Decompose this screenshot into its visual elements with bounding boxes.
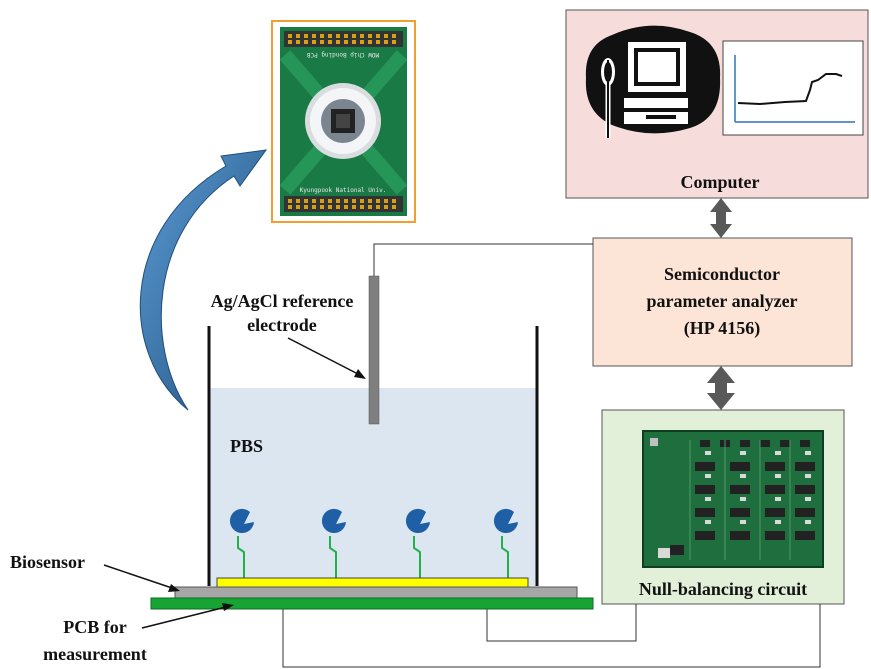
- circuit-board-photo: [642, 430, 824, 568]
- sensor-stack: [150, 577, 594, 610]
- receptor: [405, 508, 430, 578]
- reference-label-line1: Ag/AgCl reference: [211, 291, 354, 311]
- chip-photo: MOW Chip Bonding PCB Kyungpook National …: [271, 20, 416, 223]
- analyzer-box: Semiconductor parameter analyzer (HP 415…: [592, 237, 853, 367]
- analyzer-label-line1: Semiconductor: [664, 264, 780, 284]
- computer-label: Computer: [681, 172, 760, 192]
- graph-window-icon: [722, 40, 864, 136]
- biosensor-callout: Biosensor: [10, 552, 180, 592]
- double-arrow-analyzer-null: [707, 366, 735, 410]
- receptor: [493, 508, 518, 578]
- reference-label-line2: electrode: [247, 315, 317, 335]
- curved-arrow: [139, 149, 268, 411]
- analyzer-label-line3: (HP 4156): [684, 318, 761, 339]
- pcb-label-line2: measurement: [43, 644, 147, 664]
- chip-photo-bottom-text: Kyungpook National Univ.: [300, 187, 387, 194]
- analyzer-label-line2: parameter analyzer: [646, 291, 797, 311]
- pbs-label: PBS: [230, 436, 263, 456]
- double-arrow-computer-analyzer: [710, 198, 732, 238]
- computer-box: Computer: [565, 9, 869, 199]
- receptor: [321, 508, 346, 578]
- reference-electrode: Ag/AgCl reference electrode: [211, 275, 380, 425]
- pcb-callout: PCB for measurement: [43, 603, 234, 664]
- null-circuit-box: Null-balancing circuit: [601, 409, 845, 605]
- null-circuit-label: Null-balancing circuit: [639, 579, 807, 599]
- computer-icon: [585, 25, 721, 134]
- biosensor-label: Biosensor: [10, 552, 85, 572]
- wiring: [282, 243, 821, 668]
- pcb-label-line1: PCB for: [63, 617, 126, 637]
- receptors: [229, 508, 518, 578]
- screwdriver-icon: [601, 58, 615, 138]
- chip-photo-top-text: MOW Chip Bonding PCB: [306, 51, 379, 58]
- receptor: [229, 508, 254, 578]
